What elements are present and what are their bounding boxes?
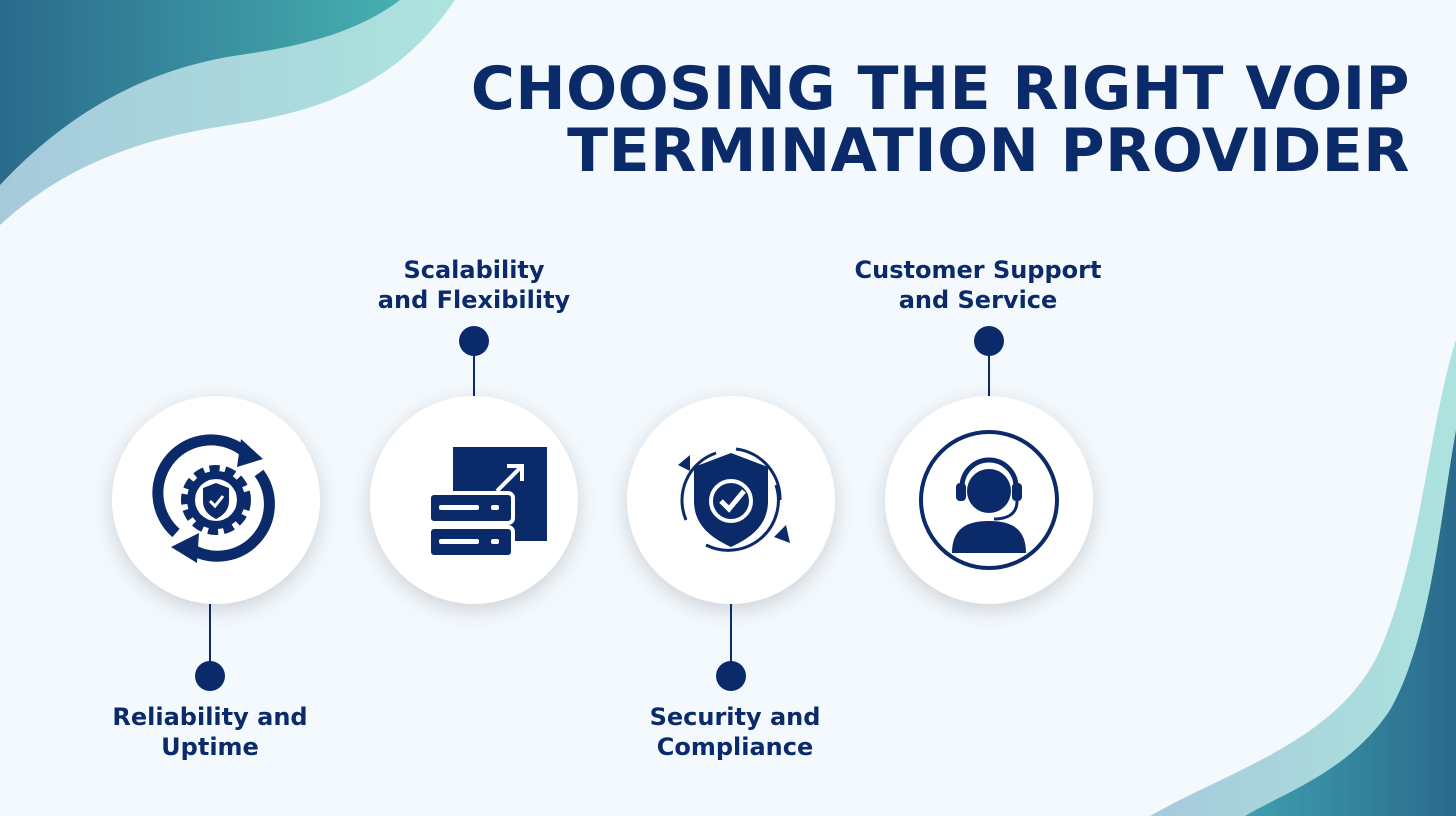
label-security: Security and Compliance — [585, 702, 885, 762]
label-scalability: Scalability and Flexibility — [324, 255, 624, 315]
label-customer-support: Customer Support and Service — [828, 255, 1128, 315]
bottom-right-wave-dark — [1245, 430, 1456, 816]
security-circle — [627, 396, 835, 604]
shield-check-cycle-icon — [678, 447, 790, 552]
scalability-circle — [370, 396, 578, 604]
title-line-2: TERMINATION PROVIDER — [567, 116, 1410, 186]
connector-line — [209, 604, 211, 662]
label-line: Security and — [649, 703, 821, 731]
customer-support-circle — [885, 396, 1093, 604]
connector-line — [473, 350, 475, 396]
gear-shield-cycle-icon — [152, 434, 275, 563]
label-line: Compliance — [656, 733, 814, 761]
reliability-circle — [112, 396, 320, 604]
label-reliability: Reliability and Uptime — [60, 702, 360, 762]
connector-dot — [716, 661, 746, 691]
top-left-wave-dark — [0, 0, 400, 185]
page-title: CHOOSING THE RIGHT VOIP TERMINATION PROV… — [471, 58, 1410, 182]
label-line: Reliability and — [112, 703, 308, 731]
label-line: Scalability — [403, 256, 545, 284]
label-line: and Flexibility — [377, 286, 571, 314]
connector-line — [988, 350, 990, 396]
title-line-1: CHOOSING THE RIGHT VOIP — [470, 54, 1410, 124]
headset-agent-icon — [919, 430, 1059, 570]
connector-line — [730, 604, 732, 662]
label-line: Uptime — [161, 733, 259, 761]
server-scale-icon — [427, 447, 547, 559]
label-line: and Service — [898, 286, 1058, 314]
connector-dot — [195, 661, 225, 691]
label-line: Customer Support — [854, 256, 1102, 284]
bottom-right-wave-light — [1150, 340, 1456, 816]
